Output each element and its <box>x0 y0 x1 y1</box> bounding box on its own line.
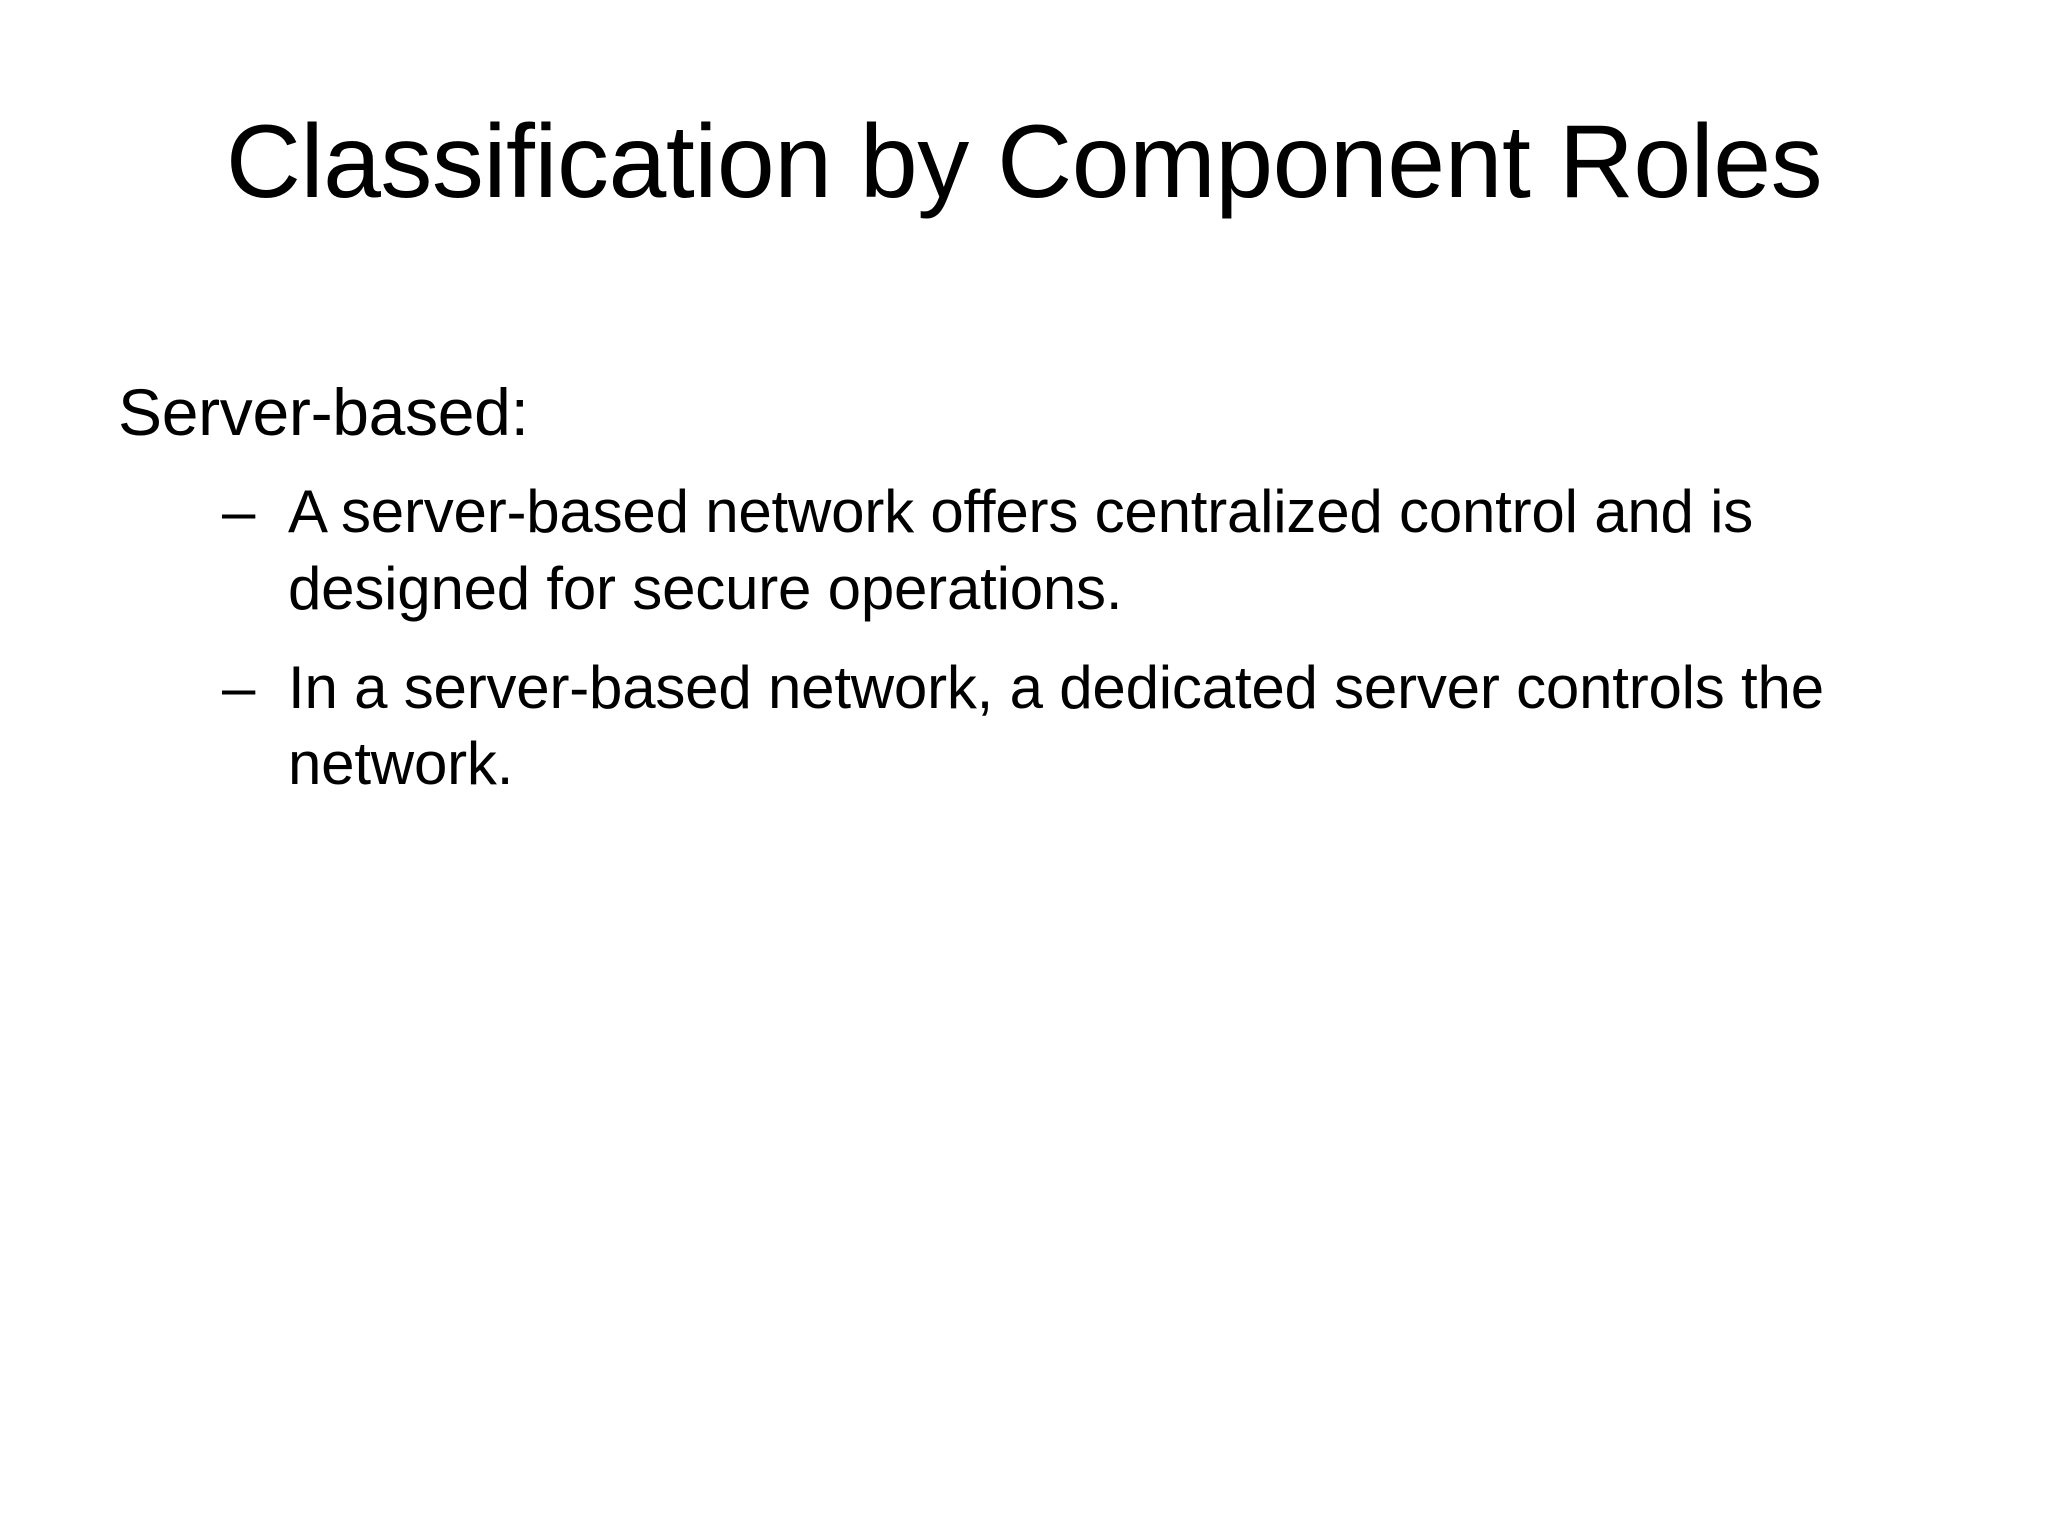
dash-bullet-icon: – <box>222 477 256 545</box>
list-item-text: A server-based network offers centralize… <box>288 477 1754 622</box>
list-item: – In a server-based network, a dedicated… <box>0 650 2048 804</box>
body-heading-server-based: Server-based: <box>118 375 529 449</box>
list-item-text: In a server-based network, a dedicated s… <box>288 653 1824 798</box>
bullet-list: – A server-based network offers centrali… <box>0 474 2048 803</box>
slide-body: Server-based: – A server-based network o… <box>0 375 2048 803</box>
list-item: – A server-based network offers centrali… <box>0 474 2048 628</box>
dash-bullet-icon: – <box>222 653 256 721</box>
slide-title: Classification by Component Roles <box>225 103 1823 220</box>
